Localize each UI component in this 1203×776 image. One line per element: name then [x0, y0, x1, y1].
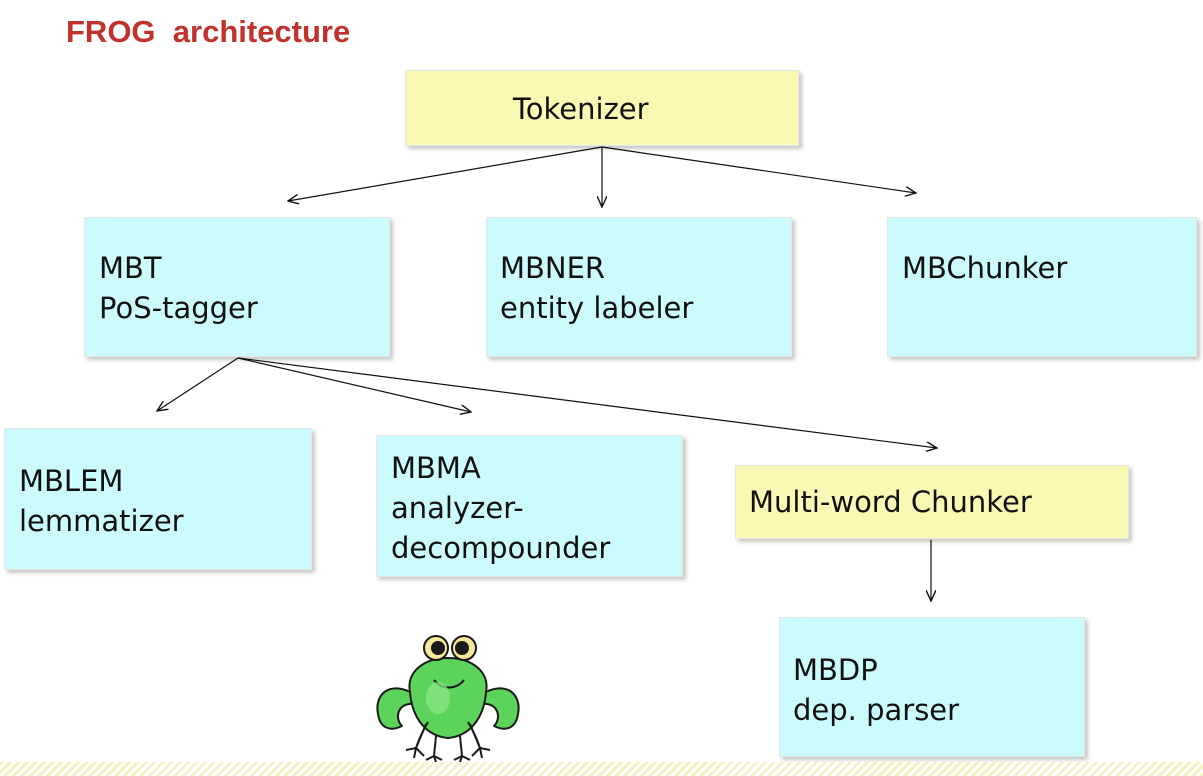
edge-tokenizer-mbt	[288, 146, 603, 201]
page-title: FROG architecture	[66, 14, 351, 49]
mbchunker-label: MBChunker	[902, 251, 1068, 285]
mbma-label-line3: decompounder	[391, 531, 611, 565]
mbner-label-line1: MBNER	[500, 251, 606, 285]
mbdp-node: MBDP dep. parser	[779, 617, 1085, 757]
frog-mascot-icon	[376, 635, 520, 763]
mblem-label-line2: lemmatizer	[19, 504, 184, 538]
mblem-node: MBLEM lemmatizer	[4, 428, 312, 570]
tokenizer-node: Tokenizer	[405, 70, 799, 146]
mbt-label-line1: MBT	[99, 251, 162, 285]
mbma-label-line2: analyzer-	[391, 491, 524, 525]
multiword-chunker-node: Multi-word Chunker	[735, 465, 1129, 539]
edge-mbt-mblem	[157, 357, 239, 411]
mblem-label-line1: MBLEM	[19, 464, 124, 498]
mbma-label-line1: MBMA	[391, 451, 481, 485]
mbma-node: MBMA analyzer- decompounder	[376, 435, 683, 577]
mbt-label-line2: PoS-tagger	[99, 291, 258, 325]
mbt-node: MBT PoS-tagger	[84, 217, 390, 357]
mbdp-label-line2: dep. parser	[793, 693, 960, 727]
edge-tokenizer-mbchunker	[601, 146, 916, 193]
mbner-node: MBNER entity labeler	[486, 217, 792, 357]
footer-stripe	[0, 762, 1203, 776]
tokenizer-label: Tokenizer	[513, 92, 649, 126]
mbner-label-line2: entity labeler	[500, 291, 694, 325]
edge-mbt-mbma	[237, 357, 471, 412]
mbdp-label-line1: MBDP	[793, 653, 878, 687]
mbchunker-node: MBChunker	[887, 217, 1197, 357]
multiword-chunker-label: Multi-word Chunker	[749, 485, 1032, 519]
edge-mbt-multiword	[237, 357, 937, 448]
